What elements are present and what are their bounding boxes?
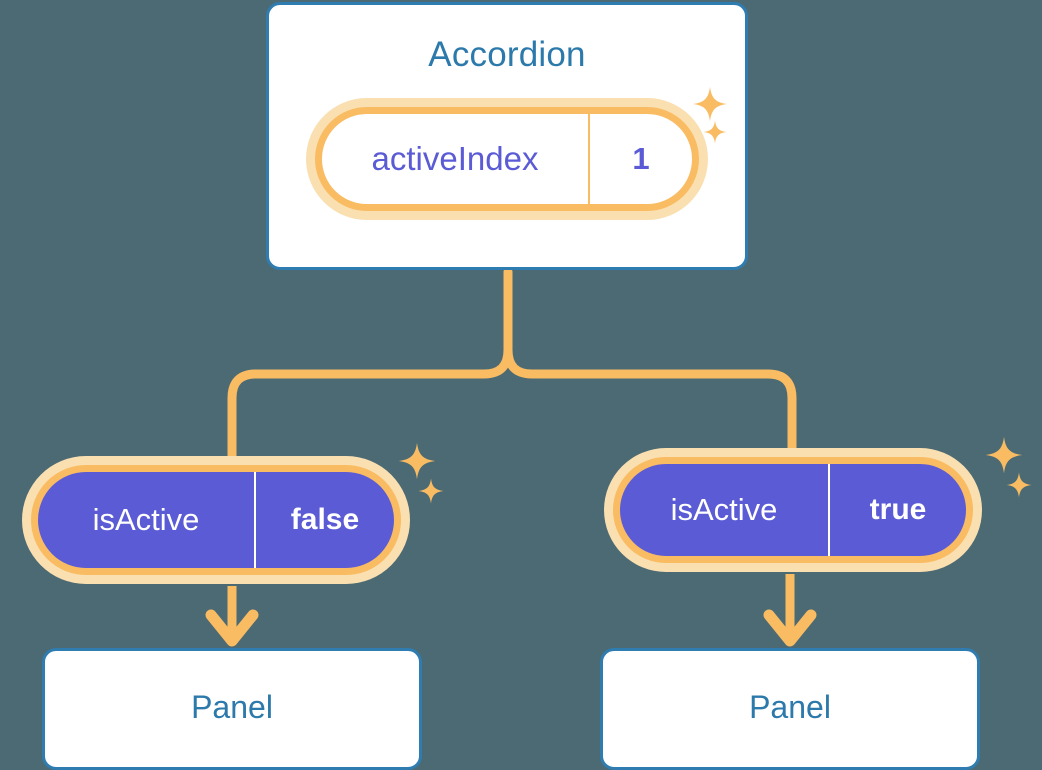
prop-badge-isactive-false[interactable]: isActive false <box>22 456 410 584</box>
arrow-down-icon-left <box>205 586 259 647</box>
state-badge-body: activeIndex 1 <box>315 107 699 211</box>
sparkle-icon <box>418 478 444 504</box>
prop-badge-key: isActive <box>92 502 200 537</box>
prop-badge-value: true <box>828 464 966 556</box>
connector-branch-right <box>503 345 797 455</box>
prop-badge-body: isActive false <box>31 465 401 575</box>
accordion-title: Accordion <box>428 35 586 74</box>
arrow-down-icon-right <box>763 574 817 647</box>
panel-card-right[interactable]: Panel <box>600 648 980 770</box>
connector-branch-left <box>227 345 513 461</box>
sparkle-icon <box>398 442 436 480</box>
panel-label: Panel <box>749 689 831 725</box>
sparkle-icon <box>985 436 1023 474</box>
panel-card-left[interactable]: Panel <box>42 648 422 770</box>
prop-badge-isactive-true[interactable]: isActive true <box>604 448 982 572</box>
state-badge-key: activeIndex <box>322 114 590 204</box>
prop-badge-key: isActive <box>670 492 778 527</box>
state-badge-activeindex[interactable]: activeIndex 1 <box>306 98 708 220</box>
sparkle-icon <box>1006 472 1032 498</box>
panel-label: Panel <box>191 689 273 725</box>
state-badge-value: 1 <box>632 141 650 176</box>
prop-badge-value: false <box>254 472 394 568</box>
prop-badge-body: isActive true <box>613 457 973 563</box>
